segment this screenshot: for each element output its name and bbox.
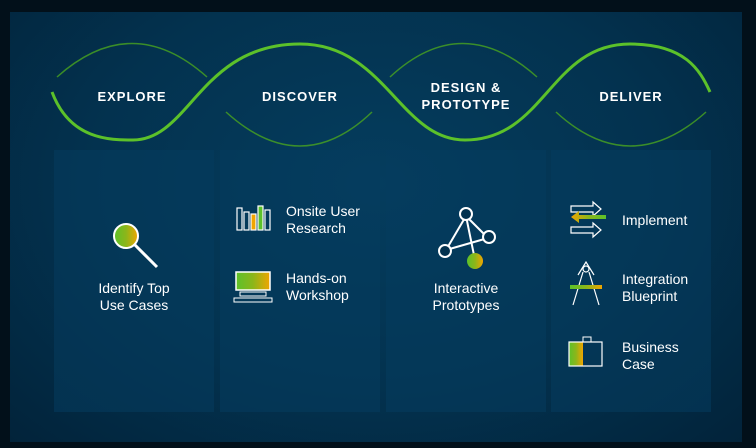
magnifier-icon xyxy=(113,223,159,269)
stage-design: DESIGN & PROTOTYPE xyxy=(386,79,546,113)
stage-design-line2: PROTOTYPE xyxy=(421,97,511,112)
stage-discover: DISCOVER xyxy=(262,89,338,104)
column-design xyxy=(386,150,546,412)
books-icon xyxy=(236,205,271,231)
arc-discover xyxy=(225,111,373,147)
briefcase-icon xyxy=(568,336,603,367)
arc-deliver xyxy=(555,111,707,147)
arc-design xyxy=(389,42,538,78)
item-implement: Implement xyxy=(622,212,688,228)
compass-icon xyxy=(570,260,602,306)
arc-explore xyxy=(56,42,208,78)
column-deliver xyxy=(551,150,711,412)
stage-deliver: DELIVER xyxy=(599,89,663,104)
stage-explore: EXPLORE xyxy=(97,89,167,104)
stage-design-line1: DESIGN & xyxy=(430,80,502,95)
column-explore xyxy=(54,150,214,412)
computer-icon xyxy=(233,271,273,303)
main-wave xyxy=(50,42,712,142)
arrows-icon xyxy=(570,200,606,239)
network-icon xyxy=(438,207,496,269)
